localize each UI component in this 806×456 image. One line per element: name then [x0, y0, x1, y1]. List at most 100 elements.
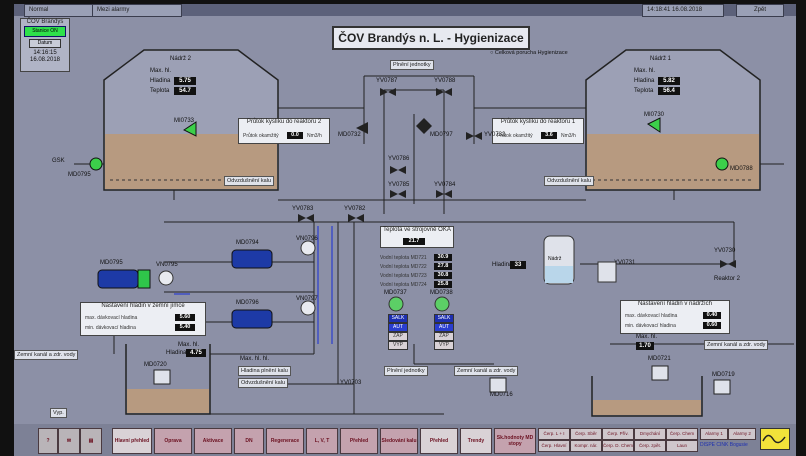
valve-yv0788[interactable]: YV0788	[434, 78, 456, 84]
salk-button-2[interactable]: SALK	[434, 314, 454, 323]
nav-overview[interactable]: Přehled	[340, 428, 378, 454]
nav-sludge[interactable]: Sledování kalu	[380, 428, 418, 454]
right-settings-r2-value[interactable]: 0.60	[703, 322, 721, 329]
blue-pipes	[174, 226, 333, 344]
nav-trends[interactable]: Trendy	[460, 428, 492, 454]
valve-yv0784[interactable]: YV0784	[434, 182, 456, 188]
left-settings-title: Nastavení hladin v zemní jímce	[101, 303, 185, 309]
ground-channel-mid-tag[interactable]: Zemní kanál a zdr. vody	[454, 366, 519, 376]
vyp-button-1[interactable]: VYP	[388, 341, 408, 350]
bottom-left-tank-name: MD0720	[144, 362, 167, 368]
right-teplota-label: Teplota	[634, 88, 654, 94]
fill-unit-bottom-tag[interactable]: Plnění jednotky	[384, 366, 428, 376]
sludge-vent-tag[interactable]: Odvzdušnění kalu	[238, 378, 289, 388]
nav-small-8[interactable]: Čerp. zpět.	[634, 440, 666, 452]
left-settings-r2-value[interactable]: 5.40	[175, 324, 195, 331]
nav-dn[interactable]: DN	[234, 428, 264, 454]
status-panel: ČOV Brandýs Stanice ON Datum 14:16:15 16…	[20, 18, 70, 72]
messages-icon[interactable]: ✉	[58, 428, 80, 454]
blower-motors	[97, 249, 273, 329]
flow-left-label: Průtok okamžitý	[243, 133, 279, 139]
pump-md0732[interactable]: MD0732	[338, 132, 361, 138]
valve-yv0732[interactable]: YV0732	[484, 132, 506, 138]
nav-repair[interactable]: Oprava	[154, 428, 192, 454]
alarms-1-button[interactable]: Alarmy 1	[700, 428, 728, 440]
pump-md0732-icon	[356, 122, 368, 134]
total-fault-legend: ○ Celková porucha Hygienizace	[490, 50, 568, 56]
tab-alarms[interactable]: Mezi alarmy	[92, 4, 182, 17]
print-icon[interactable]: ▤	[80, 428, 102, 454]
zap-button-1[interactable]: ZAP	[388, 332, 408, 341]
nav-small-5[interactable]: Čerp. Přív.	[602, 428, 634, 440]
bottom-left-level-value: 4.75	[186, 349, 206, 357]
left-hladina-value: 5.75	[174, 77, 196, 85]
back-button[interactable]: Zpět	[736, 4, 784, 17]
temp-row-3-label: Vodní teplota MD723	[380, 273, 427, 279]
nav-small-9[interactable]: Čerp. Chem	[666, 428, 698, 440]
fill-unit-tag[interactable]: Plnění jednotky	[390, 60, 434, 70]
nav-regeneration[interactable]: Regenerace	[266, 428, 304, 454]
salk-button-1[interactable]: SALK	[388, 314, 408, 323]
nav-md-values[interactable]: Sk.hodnoty MD stopy	[494, 428, 536, 454]
nav-small-3[interactable]: Čerp. Sběr	[570, 428, 602, 440]
left-settings-r1-value[interactable]: 5.60	[175, 314, 195, 321]
tab-normal[interactable]: Normal	[24, 4, 94, 17]
nav-main-overview[interactable]: Hlavní přehled	[112, 428, 152, 454]
aut-button-2[interactable]: AUT	[434, 323, 454, 332]
right-settings-r2-label: min. dávkovací hladina	[625, 323, 676, 329]
help-icon[interactable]: ?	[38, 428, 58, 454]
temp-row-1-label: Vodní teplota MD721	[380, 255, 427, 261]
left-teplota-label: Teplota	[150, 88, 170, 94]
valve-yv0783[interactable]: YV0783	[292, 206, 314, 212]
right-outlet-tag[interactable]: Odvzdušnění kalu	[544, 176, 595, 186]
scada-screen: Normal Mezi alarmy 14:18:41 16.08.2018 Z…	[14, 4, 796, 456]
nav-small-6[interactable]: Čerp. D. Chem	[602, 440, 634, 452]
left-outlet-tag[interactable]: Odvzdušnění kalu	[224, 176, 275, 186]
valve-yv0782[interactable]: YV0782	[344, 206, 366, 212]
blower-md0795-label: MD0795	[100, 260, 123, 266]
fan-icons	[158, 240, 450, 316]
right-pump-label: MD0788	[730, 166, 753, 172]
reactor-2-label: Reaktor 2	[714, 276, 741, 282]
valve-yv0785[interactable]: YV0785	[388, 182, 410, 188]
date-button[interactable]: Datum	[29, 39, 61, 48]
nav-small-2[interactable]: Čerp. Hlavní	[538, 440, 570, 452]
pump-md0797[interactable]: MD0797	[430, 132, 453, 138]
fan-vn0796-label: VN0796	[296, 236, 318, 242]
valve-yv0703-label[interactable]: YV0703	[340, 380, 362, 386]
bottom-left-max-label: Max. hl.	[178, 342, 200, 348]
left-settings-r1-label: max. dávkovací hladina	[85, 315, 138, 321]
bottom-right-pump-label: MD0719	[712, 372, 735, 378]
nav-activation[interactable]: Aktivace	[194, 428, 232, 454]
right-max-label: Max. hl.	[634, 68, 656, 74]
vyp-tag[interactable]: Vyp.	[50, 408, 67, 418]
left-hladina-label: Hladina	[150, 78, 171, 84]
temp-row-4-value: 25.8	[434, 281, 452, 288]
ground-channel-right-tag[interactable]: Zemní kanál a zdr. vody	[704, 340, 769, 350]
zap-button-2[interactable]: ZAP	[434, 332, 454, 341]
nav-small-1[interactable]: Čerp. L + I	[538, 428, 570, 440]
nav-lvt[interactable]: L, V, T	[306, 428, 338, 454]
ground-channel-left-tag[interactable]: Zemní kanál a zdr. vody	[14, 350, 79, 360]
bottom-left-level-label: Hladina	[166, 350, 187, 356]
wave-logo-icon	[760, 428, 790, 450]
nav-small-7[interactable]: Dmychání	[634, 428, 666, 440]
nav-small-10[interactable]: Laun	[666, 440, 698, 452]
nav-overview-2[interactable]: Přehled	[420, 428, 458, 454]
left-teplota-value: 54.7	[174, 87, 196, 95]
flow-right-unit: Nm3/h	[561, 133, 576, 139]
nav-small-4[interactable]: Kompr. nár.	[570, 440, 602, 452]
valve-yv0787[interactable]: YV0787	[376, 78, 398, 84]
right-settings-r1-value[interactable]: 0.40	[703, 312, 721, 319]
blower-md0794-label: MD0794	[236, 240, 259, 246]
valve-yv0730[interactable]: YV0730	[714, 248, 736, 254]
valve-yv0786[interactable]: YV0786	[388, 156, 410, 162]
flow-panel-reactor-1: Průtok kyslíku do reaktoru 1 Průtok okam…	[492, 118, 584, 144]
valve-yv0731-label[interactable]: YV0731	[614, 260, 636, 266]
vyp-button-2[interactable]: VYP	[434, 341, 454, 350]
fan-vn0795-label: VN0795	[156, 262, 178, 268]
temp-row-2-label: Vodní teplota MD722	[380, 264, 427, 270]
sludge-fill-level-tag[interactable]: Hladina plnění kalu	[238, 366, 291, 376]
alarms-2-button[interactable]: Alarmy 2	[728, 428, 756, 440]
aut-button-1[interactable]: AUT	[388, 323, 408, 332]
